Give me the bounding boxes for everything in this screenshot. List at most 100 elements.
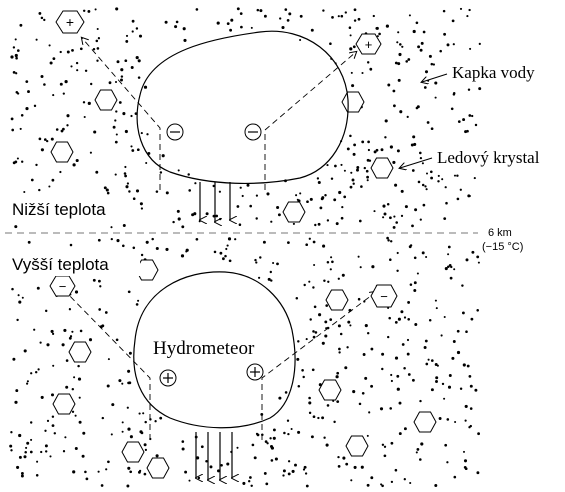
ice-crystal-icon [95,90,117,110]
droplet [66,359,69,362]
droplet [219,218,221,220]
droplet [454,175,456,177]
droplet [457,351,460,354]
droplet [394,184,397,187]
droplet [76,159,79,162]
droplet [248,480,250,482]
droplet [287,19,290,22]
droplet [465,330,468,333]
droplet [367,435,369,437]
droplet [431,63,434,66]
droplet [125,185,128,188]
droplet [426,188,428,190]
droplet [174,25,177,28]
droplet [329,318,332,321]
droplet [41,17,44,20]
droplet [15,54,18,57]
droplet [97,28,99,30]
droplet [51,393,54,396]
droplet [367,141,370,144]
droplet [342,274,345,277]
droplet [323,437,325,439]
droplet [395,469,398,472]
droplet [205,460,208,463]
droplet [308,281,310,283]
droplet [124,175,127,178]
droplet [404,427,407,430]
droplet [390,145,393,148]
droplet [308,397,311,400]
droplet [352,390,355,393]
droplet [46,343,49,346]
droplet [338,465,341,468]
droplet [306,338,308,340]
droplet [366,170,369,173]
droplet [222,257,225,260]
ice-crystal-icon [147,458,169,478]
droplet [413,30,416,33]
droplet [336,375,339,378]
droplet [417,272,419,274]
droplet [227,245,229,247]
droplet [219,191,221,193]
droplet [429,55,432,58]
droplet [62,128,65,131]
droplet [388,317,391,320]
droplet [199,220,201,222]
droplet [138,471,141,474]
droplet [343,196,346,199]
ice-crystal-icon [319,380,341,400]
droplet [44,430,46,432]
droplet [226,462,229,465]
droplet [24,349,27,352]
droplet [52,424,55,427]
droplet [313,264,315,266]
droplet [327,404,330,407]
droplet [139,413,141,415]
droplet [350,479,352,481]
droplet [460,387,462,389]
droplet [478,87,481,90]
droplet [448,246,451,249]
droplet [434,484,437,487]
droplet [34,105,36,107]
ice-crystals [51,90,436,478]
droplet [457,330,460,333]
droplet [302,376,304,378]
droplet [36,474,39,477]
droplet [272,262,274,264]
droplet [398,318,401,321]
droplet [333,198,336,201]
droplet [414,208,417,211]
droplet [172,221,174,223]
droplet [125,40,128,43]
droplet [145,449,147,451]
droplet [109,81,112,84]
droplet [270,271,272,273]
droplet [412,135,415,138]
droplet [11,129,14,132]
droplet [312,286,314,288]
droplet [40,451,42,453]
droplet [273,428,276,431]
droplet [72,470,75,473]
droplet [107,384,110,387]
droplet [72,388,74,390]
droplet [466,130,469,133]
droplet [176,21,179,24]
droplet [43,83,46,86]
droplet [165,248,168,251]
droplet [90,83,92,85]
droplet [19,24,22,27]
droplet [122,245,125,248]
droplet [399,432,402,435]
droplet [76,62,78,64]
droplet [269,437,271,439]
droplet [188,189,191,192]
droplet [146,241,149,244]
droplet [107,460,110,463]
droplet [215,215,218,218]
hydrometeor-label: Hydrometeor [153,338,255,359]
droplet [398,79,401,82]
water-droplets-field [9,7,481,487]
